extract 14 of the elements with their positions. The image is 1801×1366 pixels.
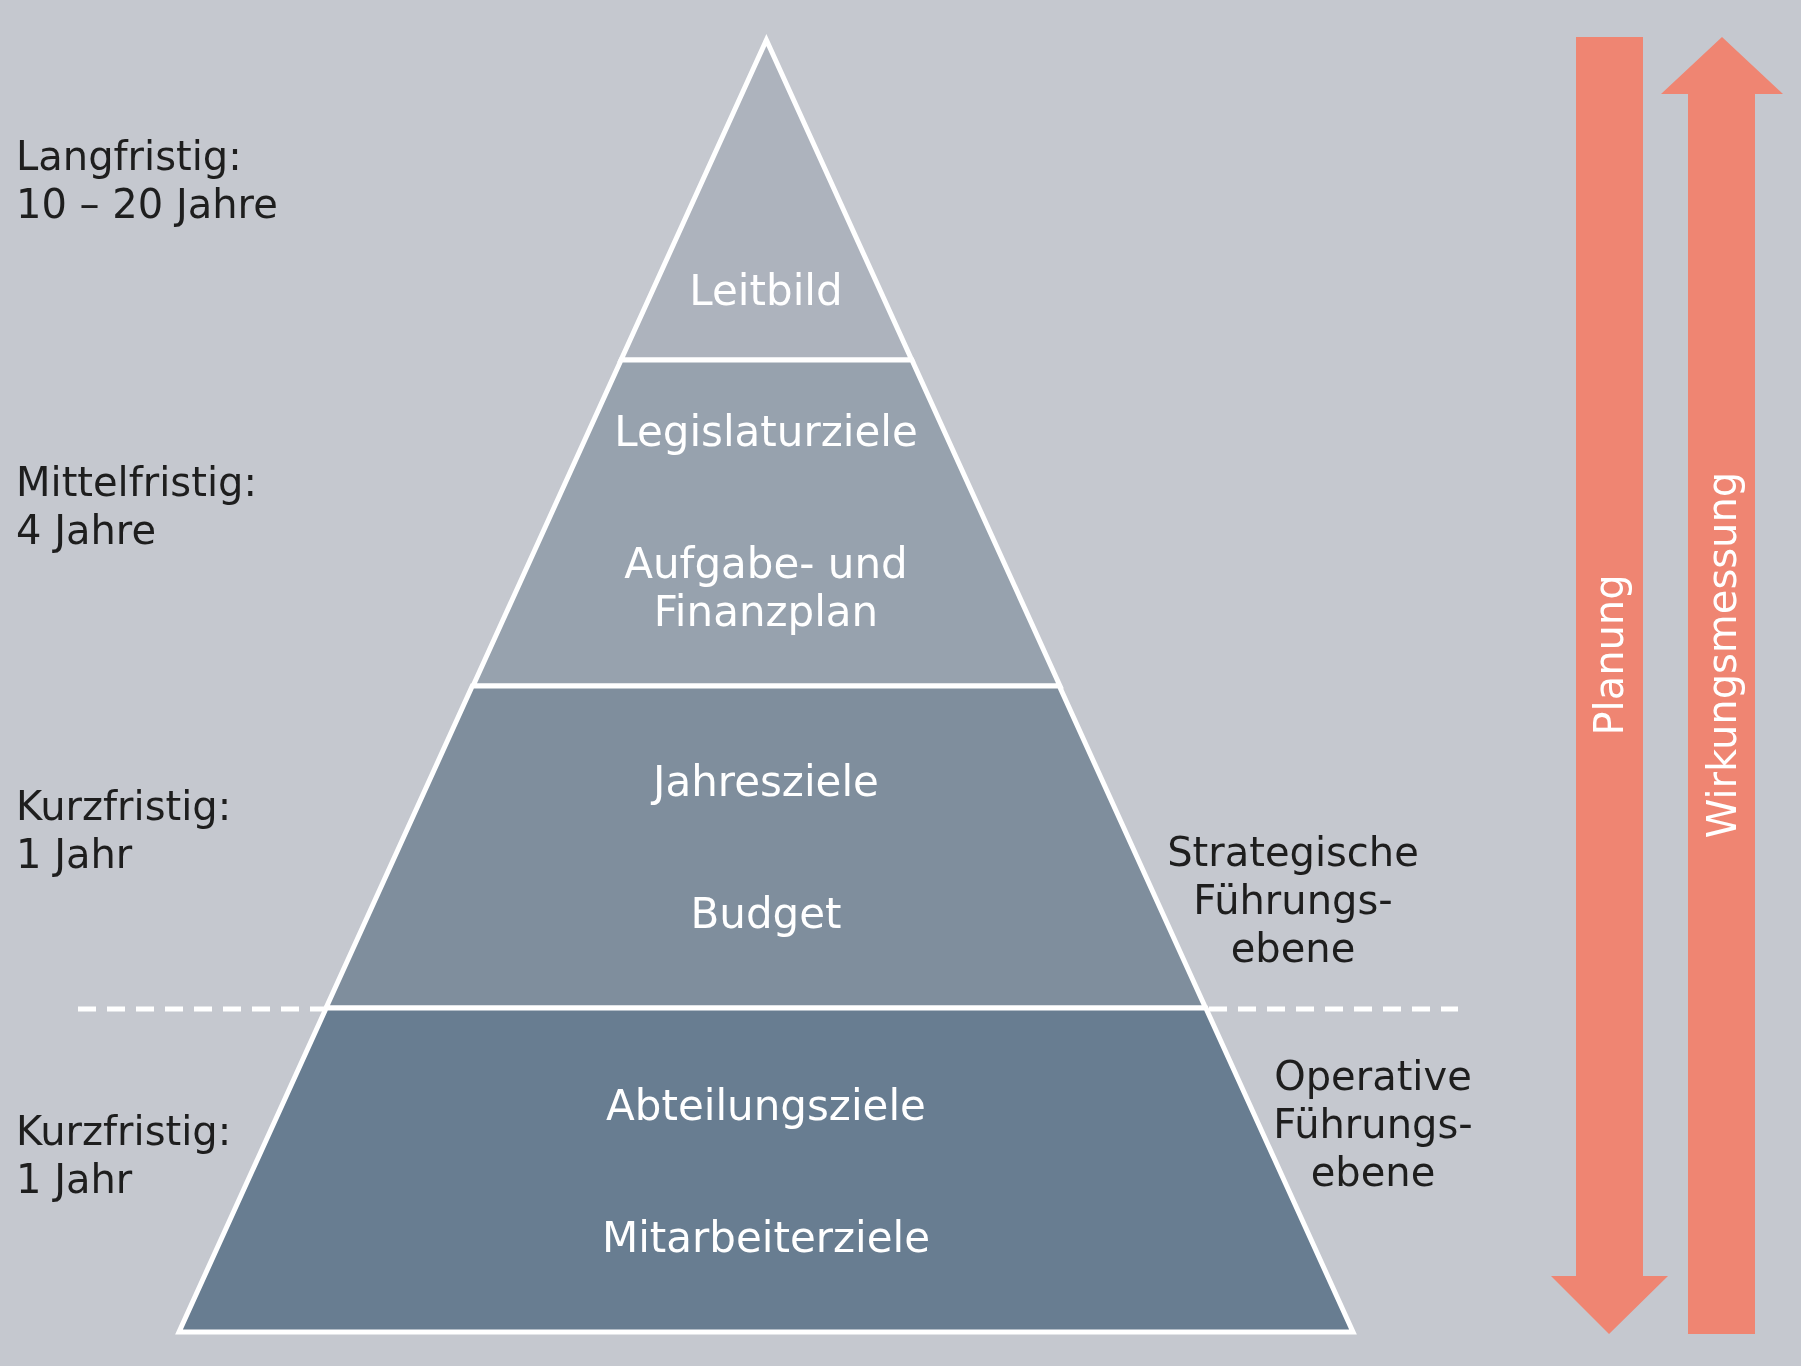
tier-label: Leitbild <box>689 266 843 316</box>
level-label: Strategische Führungs- ebene <box>1166 828 1420 972</box>
arrow-label: Planung <box>1586 574 1632 736</box>
time-horizon-label: Langfristig: 10 – 20 Jahre <box>16 132 278 228</box>
level-label: Operative Führungs- ebene <box>1272 1052 1474 1196</box>
tier-label: Budget <box>690 889 842 939</box>
tier-label: Legislaturziele <box>614 407 918 457</box>
time-horizon-label: Kurzfristig: 1 Jahr <box>16 782 232 878</box>
tier-label: Aufgabe- und Finanzplan <box>623 539 909 637</box>
arrow-label: Wirkungsmessung <box>1699 471 1745 839</box>
time-horizon-label: Mittelfristig: 4 Jahre <box>16 458 257 554</box>
tier-label: Abteilungsziele <box>606 1081 926 1131</box>
tier-label: Mitarbeiterziele <box>601 1213 931 1263</box>
time-horizon-label: Kurzfristig: 1 Jahr <box>16 1107 232 1203</box>
